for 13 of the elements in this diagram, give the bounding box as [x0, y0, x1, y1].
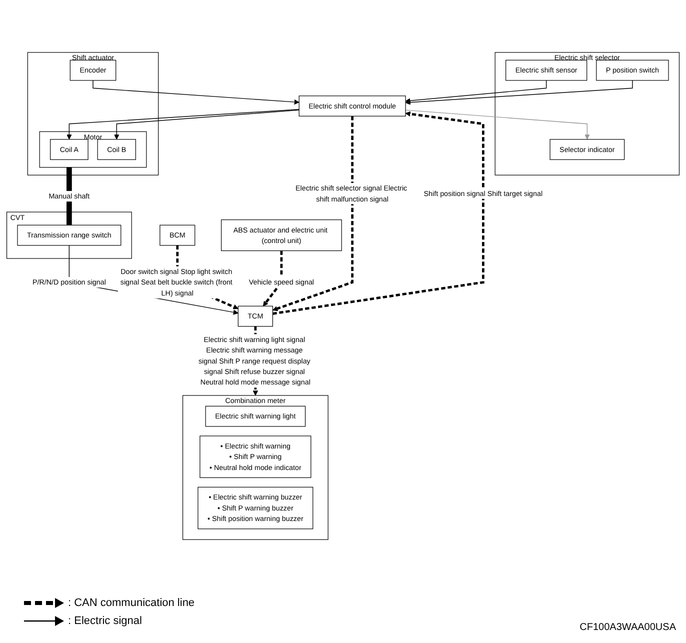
- arrow: [262, 250, 283, 306]
- legend-text: : CAN communication line: [68, 597, 195, 609]
- figure-code: CF100A3WAA00USA: [580, 622, 676, 633]
- connector: [66, 167, 72, 226]
- arrow: [272, 116, 354, 312]
- arrow: [405, 80, 633, 105]
- arrow: [92, 80, 300, 105]
- arrow: [405, 80, 547, 104]
- legend-text: : Electric signal: [68, 615, 142, 627]
- arrow: [114, 110, 300, 140]
- arrow: [405, 110, 590, 140]
- arrow: [66, 109, 300, 140]
- arrow: [272, 111, 484, 315]
